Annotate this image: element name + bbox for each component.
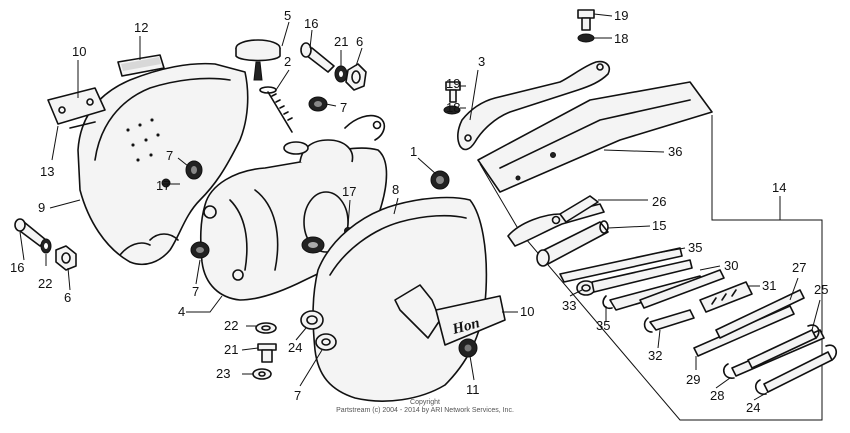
- callout-36: 36: [668, 144, 682, 159]
- callout-28: 28: [710, 388, 724, 403]
- callout-29: 29: [686, 372, 700, 387]
- tool-35-upper[interactable]: [559, 247, 683, 283]
- right-side-cover[interactable]: Hon: [312, 196, 506, 402]
- grommet-7-c[interactable]: [190, 241, 210, 259]
- grommet-1[interactable]: [430, 170, 450, 190]
- grommet-13[interactable]: [69, 121, 96, 129]
- callout-7-e: 7: [294, 388, 301, 403]
- callout-3: 3: [478, 54, 485, 69]
- washer-22-upper[interactable]: [255, 322, 277, 334]
- callout-7-b: 7: [166, 148, 173, 163]
- callout-16-left: 16: [10, 260, 24, 275]
- washer-21-left[interactable]: [40, 238, 52, 254]
- callout-11: 12: [134, 20, 148, 35]
- callout-21-left: 22: [38, 276, 52, 291]
- emblem-bracket-left[interactable]: [47, 87, 106, 125]
- grommet-23[interactable]: [300, 310, 324, 330]
- callout-26: 26: [652, 194, 666, 209]
- callout-22-upper: 22: [224, 318, 238, 333]
- grommet-7-b[interactable]: [185, 160, 203, 180]
- callout-24: 24: [746, 400, 760, 415]
- callout-17-left: 17: [156, 178, 170, 193]
- pliers[interactable]: [507, 195, 605, 247]
- rubber-strip[interactable]: [117, 54, 165, 77]
- callout-13: 13: [40, 164, 54, 179]
- callout-8: 8: [392, 182, 399, 197]
- callout-27: 27: [792, 260, 806, 275]
- emblem-text: Hon: [450, 315, 482, 338]
- copyright-line1: Copyright: [410, 399, 440, 406]
- callout-21-top: 21: [334, 34, 348, 49]
- callout-12: 11: [466, 382, 480, 397]
- callout-6-left: 6: [64, 290, 71, 305]
- callout-30: 30: [724, 258, 738, 273]
- tool-33[interactable]: [576, 259, 693, 296]
- grommet-7-e[interactable]: [315, 333, 337, 351]
- callout-labels: 12 10 13 9 5 2 16 21 6 7 7 17 7 4 17 8 1…: [10, 8, 828, 415]
- callout-22-lower: 23: [216, 366, 230, 381]
- wrench-24[interactable]: [754, 344, 838, 395]
- grommet-7-a[interactable]: [308, 96, 328, 112]
- nut-6-top[interactable]: [345, 63, 367, 91]
- callout-25: 25: [814, 282, 828, 297]
- callout-4: 4: [178, 304, 185, 319]
- callout-5: 5: [284, 8, 291, 23]
- filler-cap[interactable]: [235, 39, 281, 81]
- callout-14: 14: [772, 180, 786, 195]
- screw-17-left[interactable]: [161, 178, 171, 188]
- bolt-16-top[interactable]: [300, 42, 335, 73]
- tool-27[interactable]: [715, 289, 805, 339]
- wrench-32[interactable]: [643, 309, 695, 333]
- callout-18-mid: 18: [446, 100, 460, 115]
- washer-22-lower[interactable]: [252, 368, 272, 380]
- callout-35-lower: 35: [596, 318, 610, 333]
- callout-17-right: 17: [342, 184, 356, 199]
- callout-2: 2: [284, 54, 291, 69]
- callout-9: 9: [38, 200, 45, 215]
- leader-lines: [19, 13, 821, 401]
- callout-23: 24: [288, 340, 302, 355]
- callout-19-top: 19: [614, 8, 628, 23]
- bolt-19-top[interactable]: [577, 9, 595, 31]
- callout-10-left: 10: [72, 44, 86, 59]
- callout-35-upper: 35: [688, 240, 702, 255]
- callout-19-mid: 19: [446, 76, 460, 91]
- washer-18-mid[interactable]: [443, 105, 461, 115]
- callout-33: 33: [562, 298, 576, 313]
- bolt-19-mid[interactable]: [445, 81, 461, 103]
- copyright-line2: Partstream (c) 2004 - 2014 by ARI Networ…: [336, 407, 514, 414]
- callout-7-a: 7: [340, 100, 347, 115]
- spark-plug-wrench[interactable]: [536, 220, 609, 267]
- callout-32: 32: [648, 348, 662, 363]
- grommet-7-d[interactable]: [301, 236, 325, 254]
- bolt-20[interactable]: [257, 343, 277, 363]
- washer-21-top[interactable]: [334, 65, 348, 83]
- callout-15: 15: [652, 218, 666, 233]
- callout-1: 1: [410, 144, 417, 159]
- callout-7-c: 7: [192, 284, 199, 299]
- left-side-cover[interactable]: [77, 62, 249, 266]
- callout-16-top: 16: [304, 16, 318, 31]
- callout-31: 31: [762, 278, 776, 293]
- callout-20: 21: [224, 342, 238, 357]
- tool-30[interactable]: [639, 269, 725, 309]
- callout-18-top: 18: [614, 31, 628, 46]
- callout-6-top: 6: [356, 34, 363, 49]
- wrench-25[interactable]: [747, 324, 820, 369]
- washer-18-top[interactable]: [577, 33, 595, 43]
- tool-box-bracket[interactable]: [457, 60, 611, 151]
- tool-31[interactable]: [699, 281, 753, 313]
- dipstick-rod[interactable]: [259, 86, 293, 133]
- callout-10-right: 10: [520, 304, 534, 319]
- nut-6-left[interactable]: [55, 245, 77, 271]
- tool-bag[interactable]: [477, 81, 713, 193]
